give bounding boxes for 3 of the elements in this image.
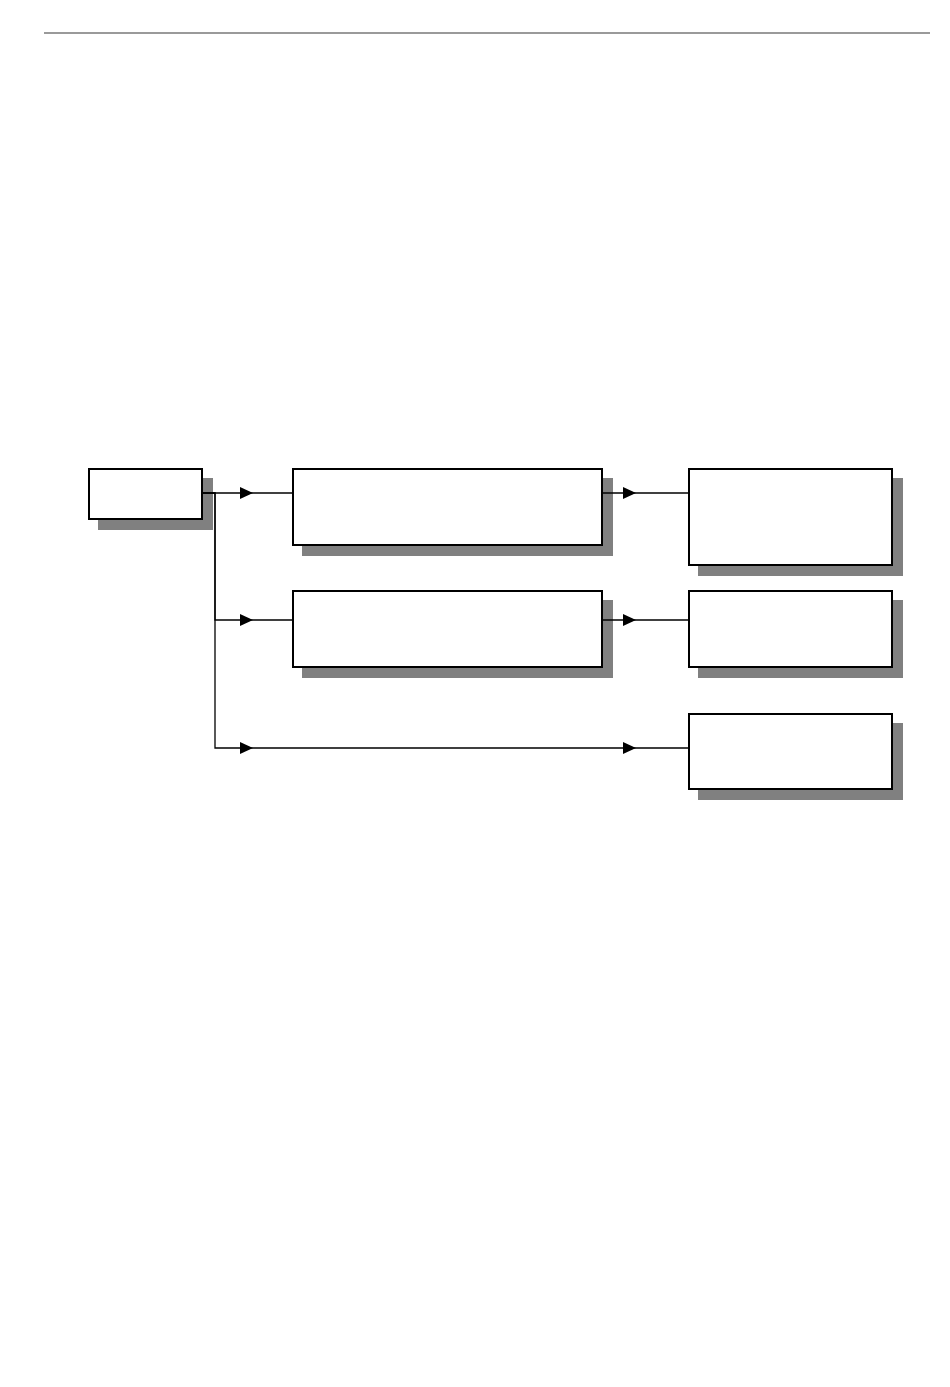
arrow xyxy=(202,492,689,754)
arrow xyxy=(602,487,689,499)
arrow xyxy=(602,614,689,626)
